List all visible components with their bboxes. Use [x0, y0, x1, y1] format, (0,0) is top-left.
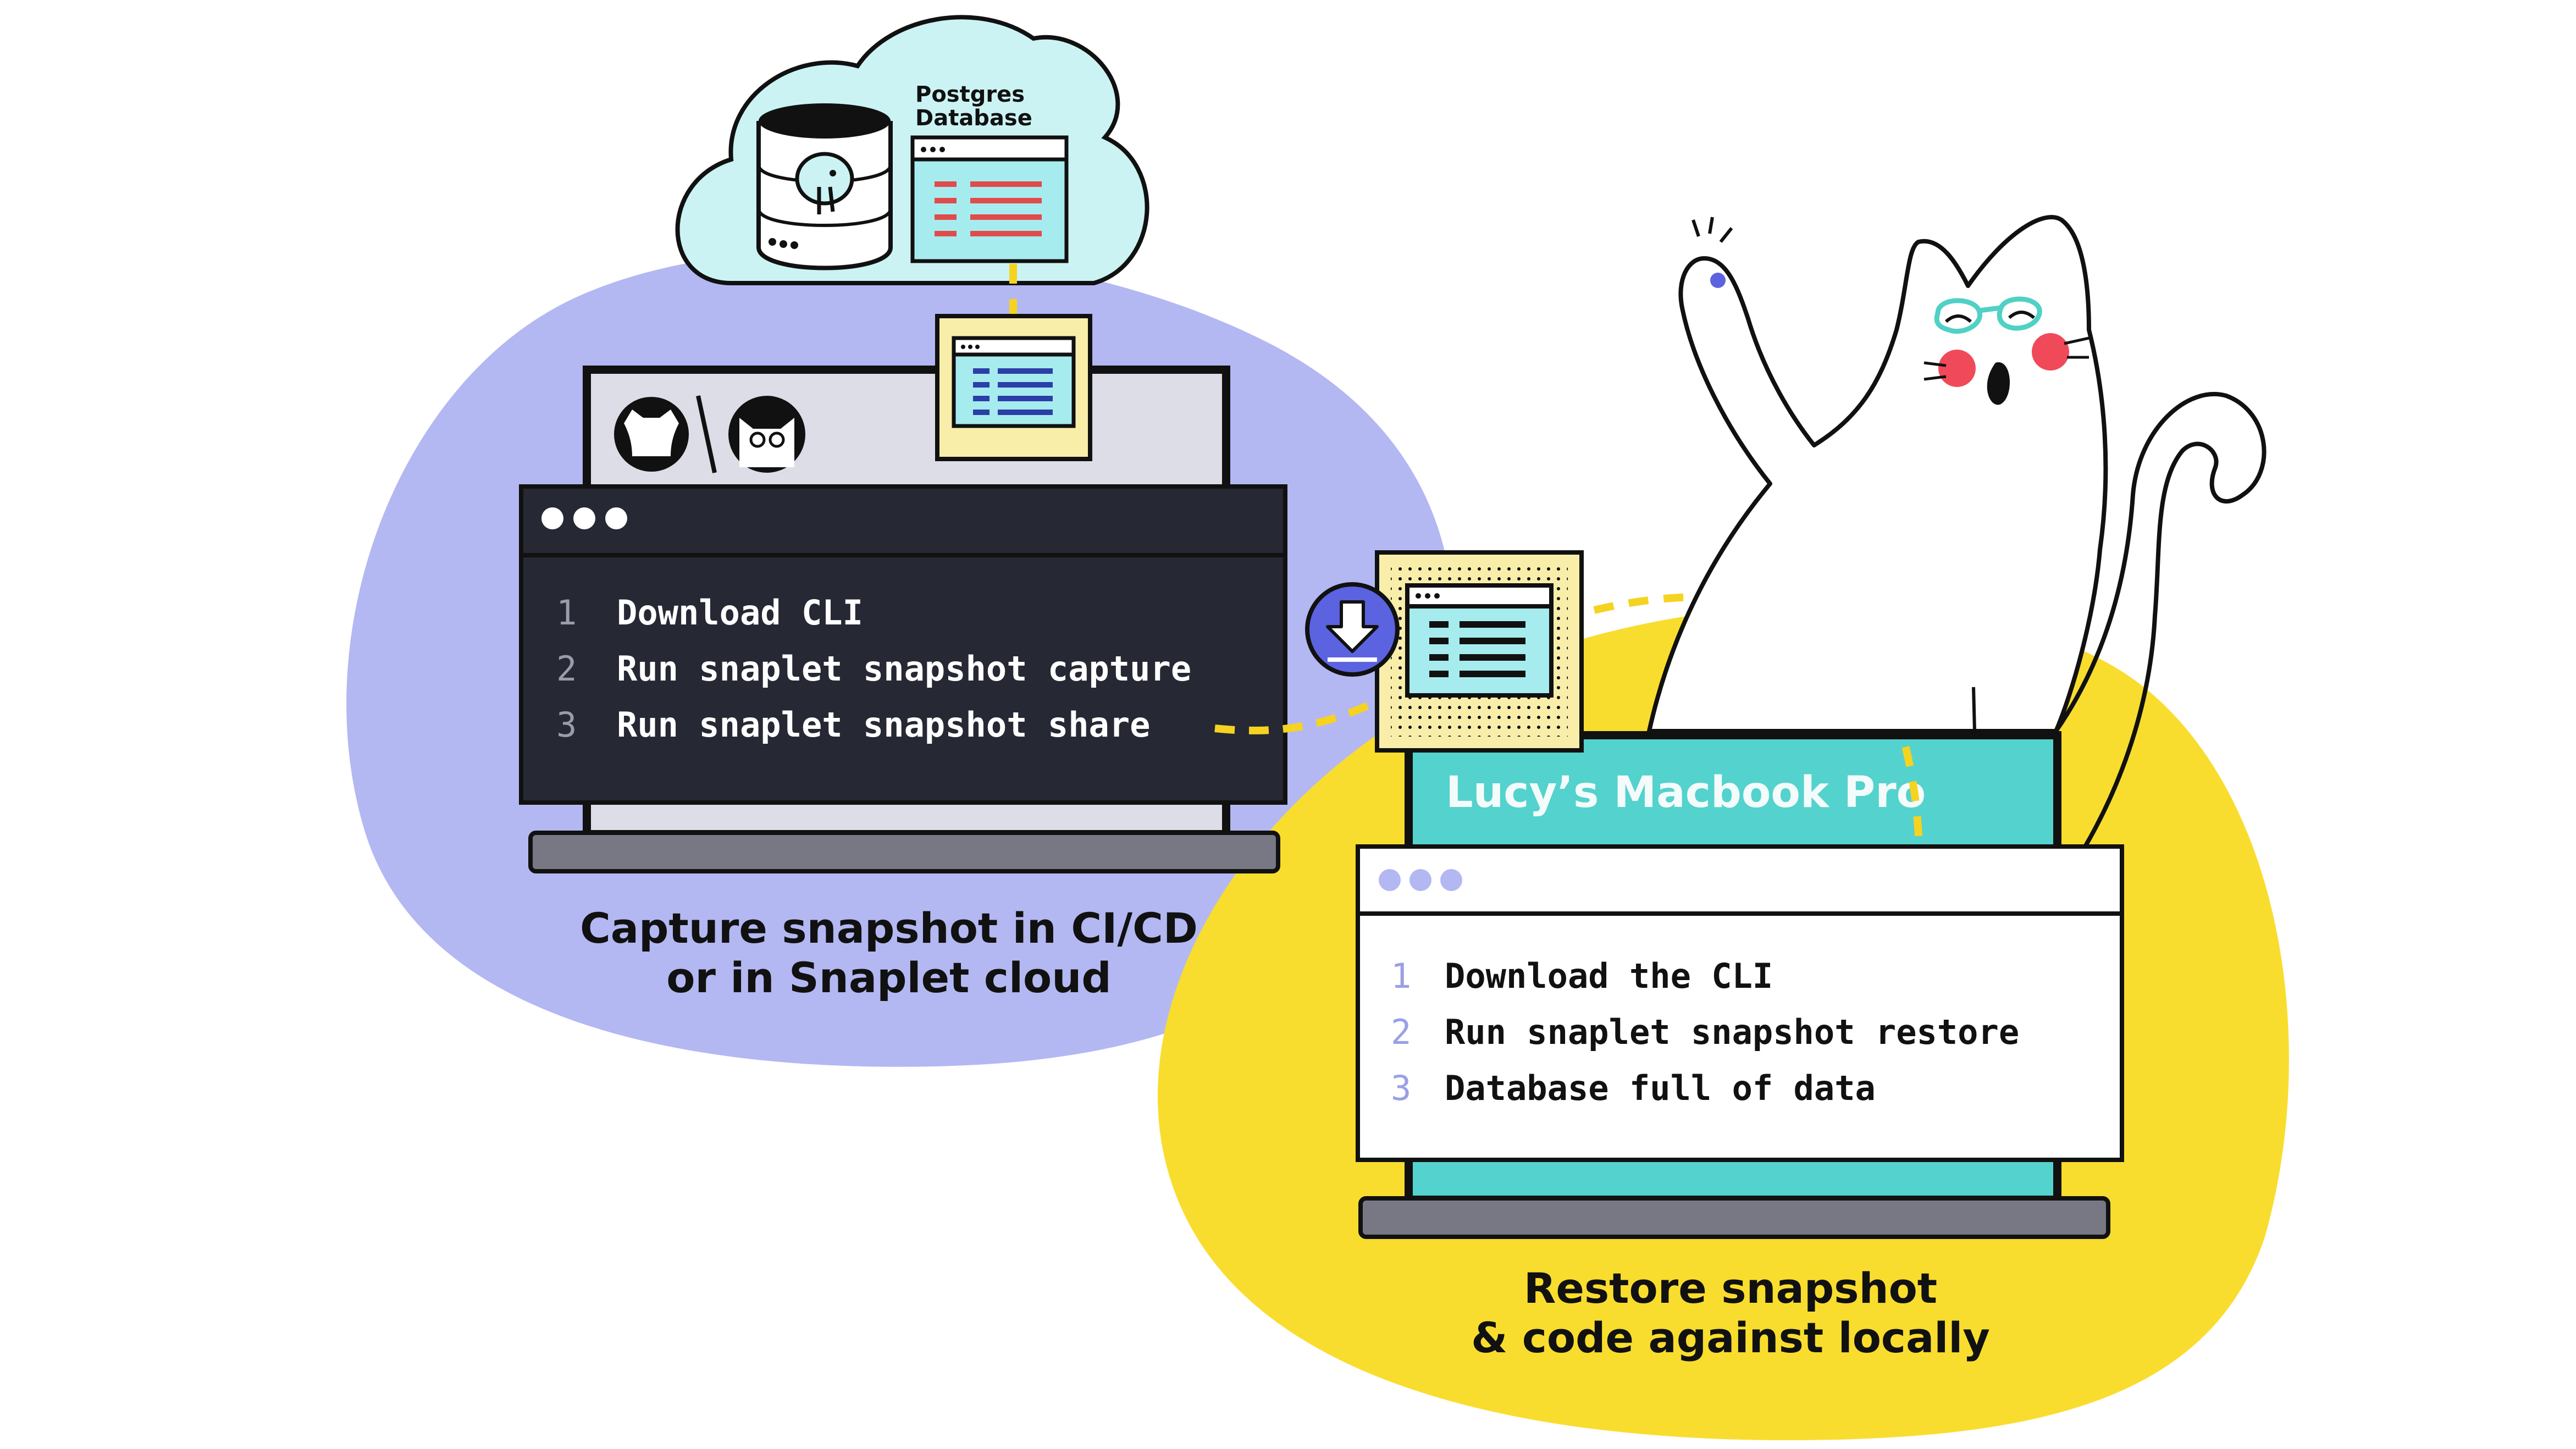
download-icon [1305, 582, 1400, 677]
flow-arrow-share [1214, 694, 1387, 734]
ci-caption-line1: Capture snapshot in CI/CD [580, 904, 1198, 953]
snapshot-card-top [935, 314, 1092, 461]
cat-mascot [1647, 215, 2267, 892]
ci-line-number-3: 3 [556, 705, 577, 745]
postgres-cloud: Postgres Database [675, 15, 1149, 285]
ci-line-text-3: Run snaplet snapshot share [617, 705, 1151, 745]
ci-line-text-2: Run snaplet snapshot capture [617, 649, 1191, 689]
local-line-text-2: Run snaplet snapshot restore [1445, 1012, 2019, 1052]
ci-line-text-1: Download CLI [617, 593, 863, 633]
window-dot [573, 507, 595, 529]
snapshot-card-shared [1375, 550, 1584, 753]
window-dot [605, 507, 627, 529]
window-dot [1379, 869, 1401, 891]
local-line-text-3: Database full of data [1445, 1068, 1876, 1108]
cloud-label-line2: Database [915, 106, 1032, 131]
local-caption-line2: & code against locally [1471, 1313, 1990, 1362]
cloud-label-line1: Postgres [915, 82, 1025, 107]
cat-glasses [1934, 296, 2042, 334]
window-dot [1409, 869, 1431, 891]
cloud-table-window [910, 135, 1069, 263]
slash-divider [696, 395, 717, 473]
window-dot [1440, 869, 1462, 891]
postgres-elephant-icon [795, 152, 854, 214]
laptop-title: Lucy’s Macbook Pro [1446, 768, 1926, 817]
local-caption-line1: Restore snapshot [1524, 1264, 1937, 1313]
ci-line-number-1: 1 [556, 593, 577, 633]
local-terminal: 1 Download the CLI 2 Run snaplet snapsho… [1356, 844, 2124, 1162]
window-dot [541, 507, 563, 529]
ci-caption-line2: or in Snaplet cloud [666, 953, 1112, 1002]
local-line-number-3: 3 [1391, 1068, 1411, 1108]
local-line-text-1: Download the CLI [1445, 956, 1773, 996]
ci-line-number-2: 2 [556, 649, 577, 689]
cat-avatar-icon [728, 396, 805, 473]
ci-terminal: 1 Download CLI 2 Run snaplet snapshot ca… [519, 484, 1287, 805]
github-icon [614, 397, 689, 472]
local-line-number-2: 2 [1391, 1012, 1411, 1052]
local-line-number-1: 1 [1391, 956, 1411, 996]
